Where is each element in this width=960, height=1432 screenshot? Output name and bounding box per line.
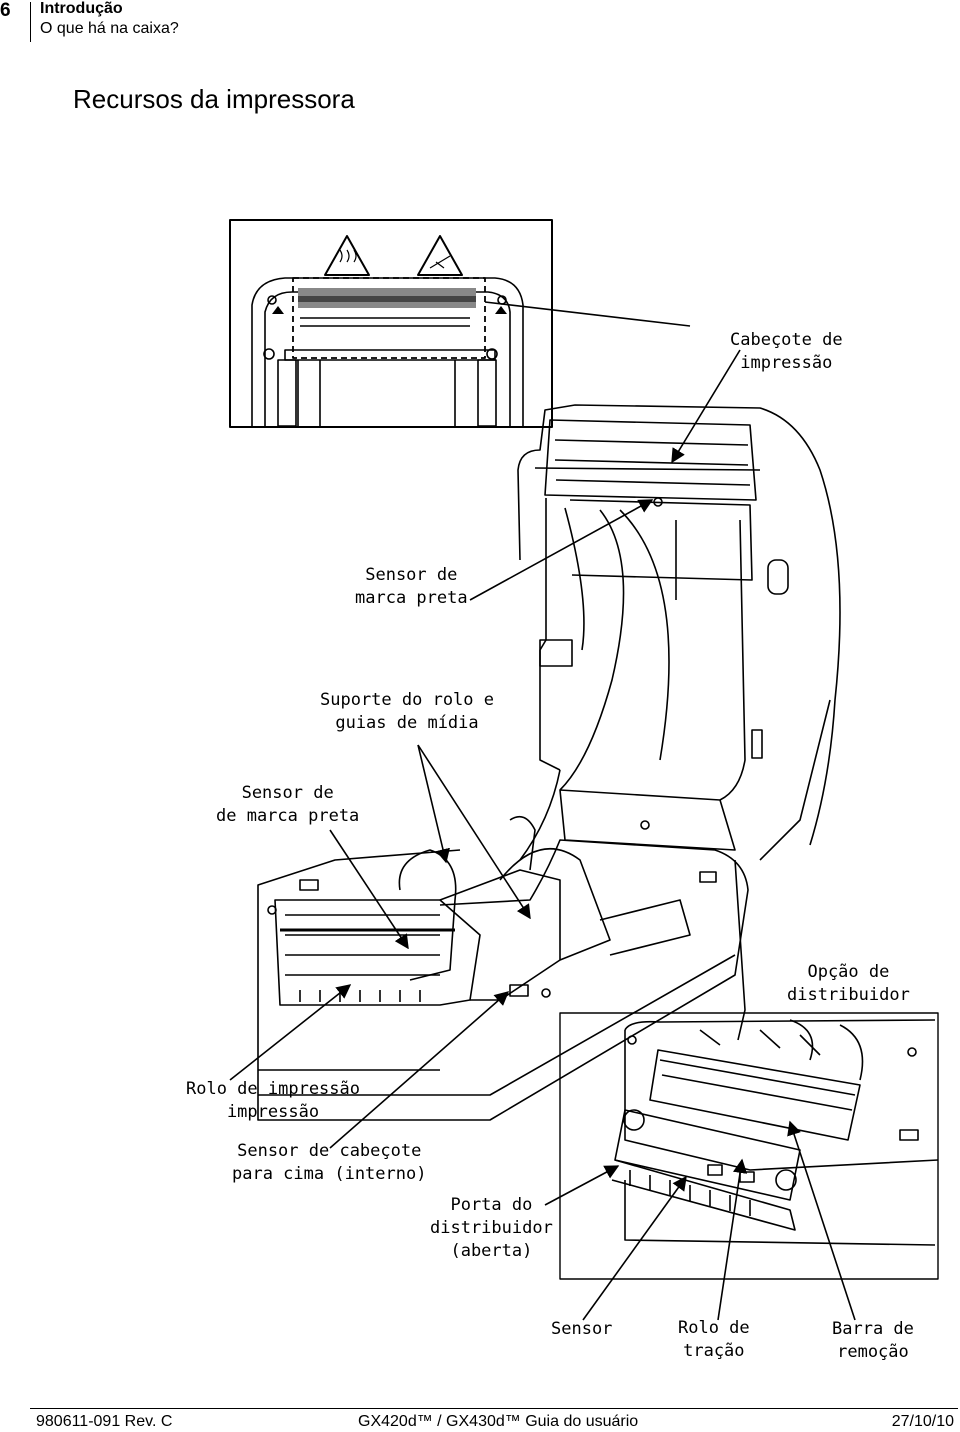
footer-divider: [30, 1408, 958, 1409]
section-title: O que há na caixa?: [40, 20, 179, 37]
footer-doc-number: 980611-091 Rev. C: [36, 1413, 173, 1430]
callout-sensor: Sensor: [551, 1319, 613, 1339]
header-divider: [30, 2, 31, 42]
footer-date: 27/10/10: [891, 1413, 954, 1430]
chapter-title: Introdução: [40, 0, 123, 17]
page-number: 6: [0, 0, 11, 21]
dispenser-detail-inset: [559, 1012, 939, 1280]
printhead-detail-inset: [229, 219, 553, 428]
printer-top-cover: [517, 404, 841, 861]
printer-base: [257, 815, 749, 1121]
footer-guide-title: GX420d™ / GX430d™ Guia do usuário: [358, 1413, 639, 1430]
page-title: Recursos da impressora: [73, 84, 355, 114]
